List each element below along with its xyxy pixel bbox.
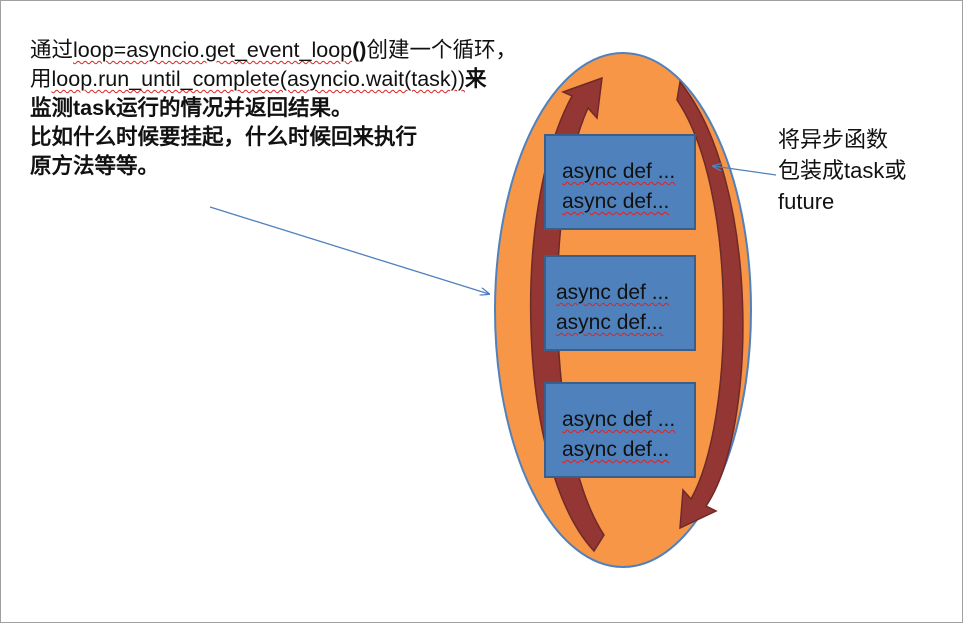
- loop-arrow-right: [676, 80, 744, 530]
- explanation-line-2: 用loop.run_until_complete(asyncio.wait(ta…: [30, 67, 487, 91]
- task-box-3: async def ... async def...: [544, 382, 696, 478]
- wrap-task-note-line1: 将异步函数: [778, 127, 889, 152]
- task-box-2-line1: async def ...: [556, 281, 670, 304]
- task-box-3-line1: async def ...: [562, 408, 676, 431]
- explanation-text: 通过loop=asyncio.get_event_loop()创建一个循环， 用…: [30, 36, 517, 181]
- pointer-arrow-text: [209, 206, 489, 294]
- explanation-line-3: 监测task运行的情况并返回结果。: [30, 96, 353, 120]
- get-event-loop-code: loop=asyncio.get_event_loop: [73, 38, 353, 62]
- task-box-2-line2: async def...: [556, 311, 664, 334]
- task-box-3-line2: async def...: [562, 438, 670, 461]
- pointer-arrow-note: [713, 166, 777, 176]
- task-box-1: async def ... async def...: [544, 134, 696, 230]
- wrap-task-note-line2: 包装成task或: [778, 158, 907, 183]
- explanation-line-4: 比如什么时候要挂起，什么时候回来执行: [30, 125, 418, 149]
- task-box-1-line2: async def...: [562, 190, 670, 213]
- task-box-1-line1: async def ...: [562, 160, 676, 183]
- explanation-line-1: 通过loop=asyncio.get_event_loop()创建一个循环，: [30, 38, 517, 62]
- run-until-complete-code: loop.run_until_complete(asyncio.wait(tas…: [51, 67, 465, 91]
- explanation-line-5: 原方法等等。: [30, 154, 160, 178]
- wrap-task-note-line3: future: [778, 189, 835, 214]
- task-box-2: async def ... async def...: [544, 255, 696, 351]
- wrap-task-note: 将异步函数 包装成task或 future: [778, 124, 906, 217]
